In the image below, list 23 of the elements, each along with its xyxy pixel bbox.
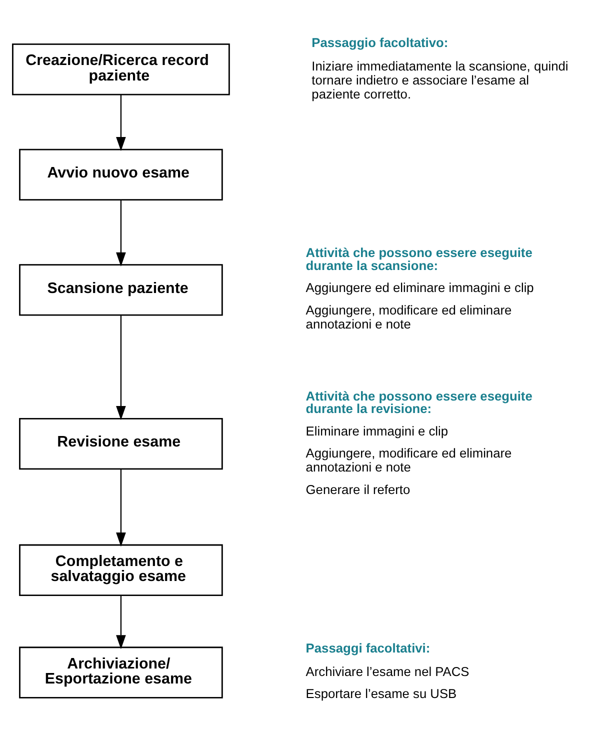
node-label: Archiviare l’esame nel PACS bbox=[306, 664, 470, 679]
node-label: Aggiungere ed eliminare immagini e clip bbox=[306, 280, 534, 296]
arrow bbox=[116, 315, 126, 420]
arrow bbox=[116, 469, 126, 547]
arrow bbox=[116, 200, 126, 266]
arrow bbox=[116, 94, 126, 152]
node-box: Completamento e salvataggio esame bbox=[19, 544, 223, 596]
node-label: Esportare l’esame su USB bbox=[306, 686, 457, 702]
node-label: Aggiungere, modificare ed eliminare annotazioni e note bbox=[306, 302, 512, 332]
node-label: Attività che possono essere eseguite durante la revisione: bbox=[306, 388, 532, 416]
node-label: Generare il referto bbox=[306, 482, 410, 497]
arrow bbox=[116, 596, 126, 650]
node-label: Eliminare immagini e clip bbox=[306, 423, 448, 438]
node-box: Avvio nuovo esame bbox=[19, 148, 223, 201]
node-label: Attività che possono essere eseguite durante la scansione: bbox=[306, 244, 532, 273]
node-label: Passaggi facoltativi: bbox=[306, 640, 430, 656]
node-label: Aggiungere, modificare ed eliminare annotazioni e note bbox=[306, 446, 512, 475]
node-box: Creazione/Ricerca record paziente bbox=[12, 44, 230, 96]
node-box: Archiviazione/ Esportazione esame bbox=[19, 646, 223, 698]
node-box: Scansione paziente bbox=[19, 264, 223, 316]
node-box: Revisione esame bbox=[19, 418, 223, 470]
node-label: Iniziare immediatamente la scansione, quindi tornare indietro e associare l’esame al paziente corretto. bbox=[312, 58, 568, 102]
node-label: Passaggio facoltativo: bbox=[312, 34, 448, 50]
